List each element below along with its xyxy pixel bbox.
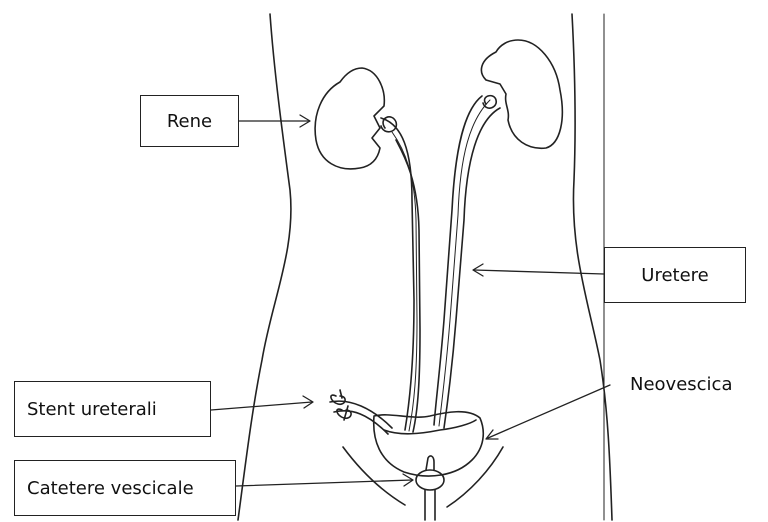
label-neovescica: Neovescica [630,374,732,395]
label-stent-text: Stent ureterali [27,399,157,420]
label-catetere-text: Catetere vescicale [27,478,194,499]
label-catetere: Catetere vescicale [14,460,236,516]
label-uretere-text: Uretere [641,265,708,286]
stent-exit-lower [334,411,388,434]
arrow-stent-line [211,402,312,410]
arrow-uretere-line [474,270,604,274]
neobladder-ureter-junction [384,420,476,434]
label-rene-text: Rene [167,111,212,132]
label-rene: Rene [140,95,239,147]
torso-outline-left [238,14,291,520]
arrow-catetere-line [236,480,412,486]
kidney-right [481,40,562,148]
pelvis-left-curve [343,447,405,505]
label-stent: Stent ureterali [14,381,211,437]
label-neovescica-text: Neovescica [630,374,732,395]
stent-loop-1 [331,395,345,404]
kidney-left [315,68,384,169]
catheter-tip [426,456,434,470]
ureter-left-outer [381,118,414,430]
arrow-neovescica-line [488,385,610,438]
catheter-balloon [416,470,444,490]
label-uretere: Uretere [604,247,746,303]
neobladder [374,412,484,476]
ureter-right-inner [444,108,500,428]
ureter-right-stent [439,100,490,426]
